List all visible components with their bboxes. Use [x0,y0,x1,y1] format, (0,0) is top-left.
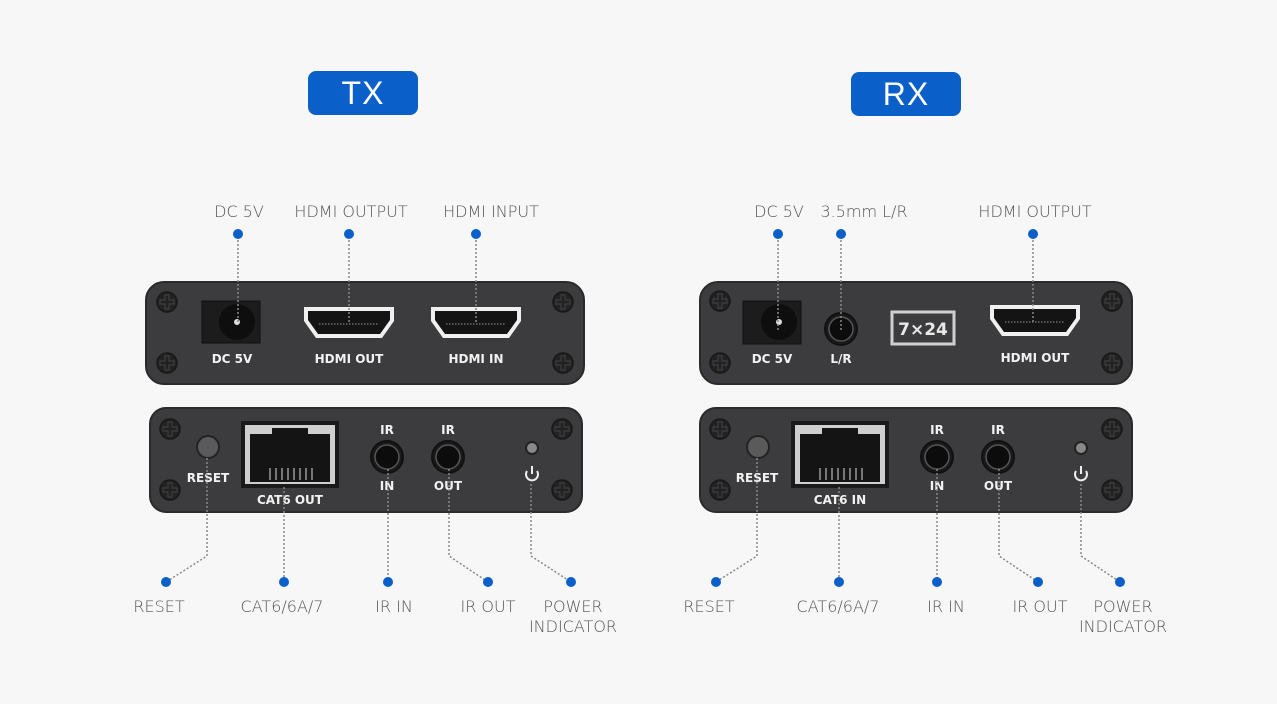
rx-callout-cat: CAT6/6A/7 [796,597,880,616]
rx-rear-panel-labels-ir-top-in: IR [930,423,944,437]
screw-icon [552,352,574,374]
tx-callout-hdmi-output: HDMI OUTPUT [294,202,408,221]
tx-rear-panel-labels-ir-bottom-in: IN [380,479,395,493]
hdmi-port-icon [989,304,1081,337]
tx-callout-cat: CAT6/6A/7 [240,597,324,616]
tx-callout-ir-out: IR OUT [460,597,516,616]
led-icon [525,441,539,455]
power-icon [525,466,539,482]
rx-callout-audio: 3.5mm L/R [820,202,908,221]
tx-front-panel: DC 5V HDMI OUT HDMI IN [145,281,585,385]
rx-badge-7x24: 7×24 [898,320,948,340]
ir-in-jack-icon [920,440,954,474]
rx-callout-ir-in: IR IN [927,597,965,616]
rx-front-panel-labels-0: DC 5V [752,352,793,366]
screw-icon [1101,418,1123,440]
rx-rear-panel-labels-cat: CAT6 IN [814,493,866,507]
tx-callout-reset: RESET [133,597,185,616]
hdmi-port-icon [430,306,522,339]
ir-out-jack-icon [431,440,465,474]
rx-callout-power: POWER INDICATOR [1078,597,1168,636]
badge-7x24 [890,310,956,346]
screw-icon [156,352,178,374]
screw-icon [709,290,731,312]
ir-in-jack-icon [370,440,404,474]
rx-callout-dc5v: DC 5V [754,202,804,221]
tx-rear-panel-labels-reset: RESET [187,471,230,485]
tx-front-label-hdmi-out: HDMI OUT [315,352,385,366]
screw-icon [1101,352,1123,374]
ir-out-jack-icon [981,440,1015,474]
screw-icon [1101,479,1123,501]
rx-rear-panel-labels-ir-top-out: IR [991,423,1005,437]
power-icon [1074,466,1088,482]
screw-icon [551,479,573,501]
rx-front-panel-labels-1: L/R [830,352,851,366]
tx-callout-hdmi-input: HDMI INPUT [443,202,539,221]
rj45-port-icon [240,420,340,489]
tx-title-badge: TX [308,71,418,115]
rx-callout-hdmi-output: HDMI OUTPUT [978,202,1092,221]
screw-icon [709,418,731,440]
reset-button-icon [746,435,770,459]
screw-icon [551,418,573,440]
screw-icon [156,291,178,313]
screw-icon [552,291,574,313]
screw-icon [159,479,181,501]
tx-rear-panel-labels-ir-top-in: IR [380,423,394,437]
rj45-port-icon [790,420,890,489]
rx-callout-reset: RESET [683,597,735,616]
tx-callout-dc5v: DC 5V [214,202,264,221]
tx-front-label-hdmi-in: HDMI IN [448,352,503,366]
tx-rear-panel-labels-cat: CAT6 OUT [257,493,324,507]
screw-icon [1101,290,1123,312]
led-icon [1074,441,1088,455]
tx-callout-power: POWER INDICATOR [528,597,618,636]
screw-icon [709,352,731,374]
tx-rear-panel-labels-ir-top-out: IR [441,423,455,437]
rx-title-badge: RX [851,72,961,116]
leader-lines [165,240,1121,583]
tx-front-label-dc: DC 5V [212,352,253,366]
rx-rear-panel: RESET CAT6 IN IR IN IR OUT [699,407,1133,513]
hdmi-port-icon [303,306,395,339]
reset-button-icon [196,435,220,459]
tx-callout-ir-in: IR IN [375,597,413,616]
callout-dots [161,229,1125,587]
rx-front-panel: 7×24 DC 5V L/R HDMI OUT [699,281,1133,385]
screw-icon [159,418,181,440]
rx-front-panel-labels-2: HDMI OUT [1001,351,1071,365]
tx-rear-panel: RESET CAT6 OUT IR IN IR OUT [149,407,583,513]
screw-icon [709,479,731,501]
rx-callout-ir-out: IR OUT [1012,597,1068,616]
